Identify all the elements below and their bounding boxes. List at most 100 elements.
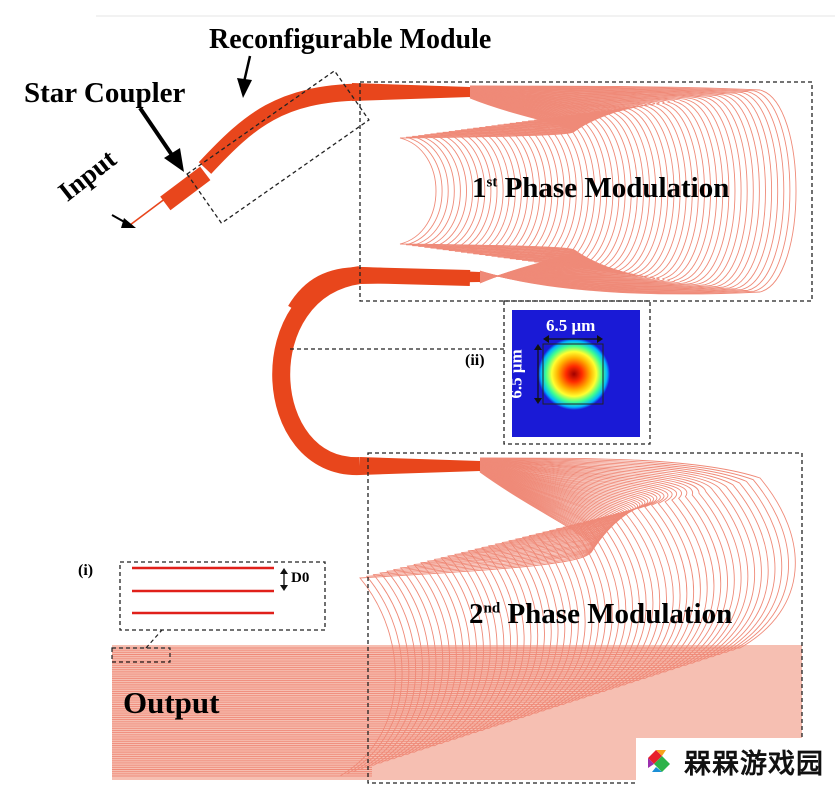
waveguide-top xyxy=(469,90,663,278)
inset-i-dimension-label: D0 xyxy=(291,570,310,586)
second-phase-number: 2 xyxy=(469,598,484,630)
waveguide-top xyxy=(469,89,681,280)
coupler-pointer-arrowhead xyxy=(164,148,184,172)
waveguide-top xyxy=(469,91,620,278)
waveguide-bottom xyxy=(372,458,762,660)
waveguide-bottom xyxy=(372,466,615,731)
waveguide-bottom xyxy=(372,460,701,679)
waveguide-bottom xyxy=(372,459,728,671)
waveguide-bottom xyxy=(372,467,610,740)
output-waveguides xyxy=(112,647,372,777)
waveguide-bottom xyxy=(372,457,789,651)
waveguide-bottom xyxy=(372,458,769,658)
second-phase-box xyxy=(367,452,803,784)
first-phase-waveguides xyxy=(399,85,797,295)
waveguide-top xyxy=(469,94,594,281)
waveguide-bottom xyxy=(372,466,614,734)
waveguide-bottom xyxy=(372,461,681,686)
waveguide-bottom xyxy=(372,468,605,749)
waveguide-bottom xyxy=(372,458,783,653)
waveguide-bottom xyxy=(372,459,749,664)
waveguide-top xyxy=(418,96,579,283)
waveguide-top xyxy=(467,95,588,282)
waveguide-top xyxy=(469,87,748,289)
mode-height-arrowhead-top xyxy=(534,344,542,350)
waveguide-bottom xyxy=(372,469,599,762)
first-phase-text: Phase Modulation xyxy=(504,172,730,204)
waveguide-top xyxy=(469,87,730,286)
waveguide-bottom xyxy=(372,459,742,666)
waveguide-top xyxy=(469,86,754,289)
module-pointer-arrow xyxy=(242,55,252,83)
first-phase-superscript: st xyxy=(486,174,498,191)
waveguide-top xyxy=(469,93,599,280)
reconfigurable-module-box xyxy=(186,69,370,225)
waveguide-top xyxy=(469,88,705,283)
waveguide-top xyxy=(424,96,580,283)
waveguide-bottom xyxy=(372,464,626,716)
waveguide-bottom xyxy=(358,470,596,770)
waveguide-top xyxy=(469,85,797,295)
waveguide-top xyxy=(469,91,632,277)
waveguide-bottom xyxy=(372,464,630,712)
waveguide-top xyxy=(469,90,638,277)
waveguide-top xyxy=(469,87,724,286)
second-phase-text: Phase Modulation xyxy=(507,598,733,630)
waveguide-top xyxy=(469,85,791,294)
waveguide-bottom xyxy=(372,469,603,753)
reconfigurable-module-label: Reconfigurable Module xyxy=(209,24,492,55)
waveguide-bottom xyxy=(372,468,604,751)
waveguide-top xyxy=(469,89,693,282)
waveguide-bottom xyxy=(372,461,694,681)
waveguide-bottom xyxy=(372,460,715,675)
waveguide-top xyxy=(436,96,582,283)
star-coupler-label: Star Coupler xyxy=(24,77,186,109)
waveguide-top xyxy=(454,95,585,282)
waveguide-top xyxy=(469,86,772,292)
waveguide-top xyxy=(469,86,766,291)
waveguide-top xyxy=(469,90,657,278)
waveguide-top xyxy=(469,93,602,280)
waveguide-top xyxy=(469,94,596,280)
waveguide-bottom xyxy=(372,464,628,714)
mode-height-arrowhead-bottom xyxy=(534,398,542,404)
waveguide-bottom xyxy=(351,471,595,773)
waveguide-top xyxy=(460,95,587,282)
waveguide-top xyxy=(469,95,589,281)
waveguide-bottom xyxy=(372,466,617,729)
inset-ii-tag: (ii) xyxy=(465,352,485,369)
waveguide-top xyxy=(469,89,675,280)
first-phase-label: 1st Phase Modulation xyxy=(472,172,729,205)
waveguide-top xyxy=(469,88,699,283)
waveguide-top xyxy=(448,95,584,282)
waveguide-top xyxy=(469,94,592,281)
waveguide-top xyxy=(469,93,603,279)
waveguide-top xyxy=(469,94,590,281)
waveguide-bottom xyxy=(372,469,601,757)
waveguide-bottom xyxy=(338,471,593,777)
waveguide-top xyxy=(469,93,600,280)
coupler-pointer-arrow xyxy=(138,106,176,160)
waveguide-top xyxy=(469,91,618,278)
inset-i-tag: (i) xyxy=(78,562,94,579)
bundle-upper-taper xyxy=(352,83,470,101)
mode-width-arrowhead-left xyxy=(543,335,549,343)
output-label: Output xyxy=(123,685,220,720)
waveguide-bottom xyxy=(372,463,636,705)
second-phase-waveguides xyxy=(338,457,796,777)
bundle-sbend-taper-top xyxy=(360,267,480,284)
module-pointer-arrowhead xyxy=(237,78,252,98)
waveguide-top xyxy=(469,94,593,281)
inset-i-source-box xyxy=(111,647,171,663)
first-phase-number: 1 xyxy=(472,172,487,204)
second-phase-label: 2nd Phase Modulation xyxy=(469,598,732,631)
waveguide-top xyxy=(469,91,615,278)
waveguide-bottom xyxy=(372,468,607,747)
mode-core-outline xyxy=(542,343,604,405)
inset-ii-box xyxy=(503,300,651,445)
waveguide-bottom xyxy=(372,457,796,649)
waveguide-top xyxy=(469,92,605,279)
waveguide-top xyxy=(469,91,626,278)
waveguide-bottom xyxy=(372,465,625,718)
bundle-sbend-taper-bottom xyxy=(360,457,480,475)
